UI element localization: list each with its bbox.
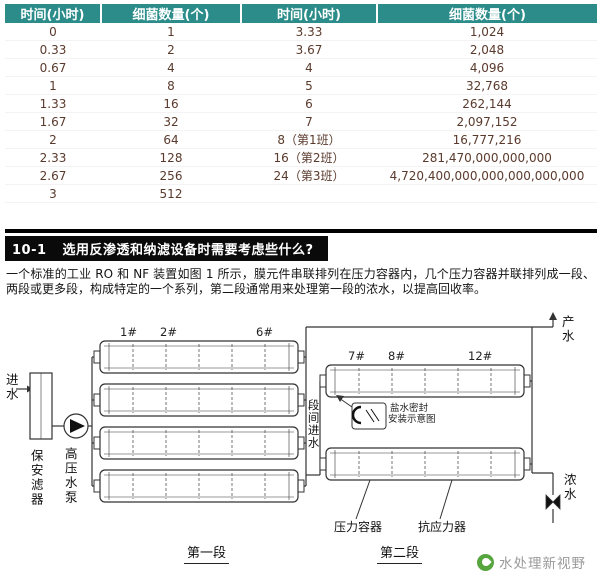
count-cell: 64 [101,130,241,149]
time-cell: 0.33 [5,40,101,59]
count-cell: 4,096 [377,58,597,77]
interstage-feed-label: 段间进水 [306,399,321,449]
watermark-text: 水处理新视野 [499,556,586,572]
table-row: 1.33 16 6 262,144 [5,94,597,113]
element-number-label: 8# [388,349,405,363]
time-cell: 2.67 [5,166,101,185]
count-cell: 16 [101,94,241,113]
time-cell: 3.33 [241,23,377,41]
intro-paragraph: 一个标准的工业 RO 和 NF 装置如图 1 所示，膜元件串联排列在压力容器内，… [6,267,595,296]
high-pressure-pump-label: 高压水泵 [62,447,78,505]
pressure-vessel [93,383,305,417]
table-row: 1.67 32 7 2,097,152 [5,112,597,131]
cartridge-filter-label: 保安滤器 [28,449,44,507]
table-header-row: 时间(小时) 细菌数量(个) 时间(小时) 细菌数量(个) [5,4,597,23]
water-drop-icon [480,555,492,568]
pressure-vessel [93,426,305,460]
time-cell: 7 [241,112,377,131]
time-cell: 16（第2班） [241,148,377,167]
section-title-bar: 10-1 选用反渗透和纳滤设备时需要考虑些什么? [5,236,328,261]
time-cell: 3.67 [241,40,377,59]
feed-water-label: 进水 [3,373,19,402]
count-cell: 2,048 [377,40,597,59]
count-cell: 1,024 [377,23,597,41]
ro-diagram-canvas [16,312,561,523]
time-cell: 0 [5,23,101,41]
time-cell: 8（第1班） [241,130,377,149]
col-header-count-2: 细菌数量(个) [377,4,597,23]
time-cell: 1.67 [5,112,101,131]
time-cell: 6 [241,94,377,113]
time-cell: 4 [241,58,377,77]
count-cell: 8 [101,76,241,95]
element-number-label: 12# [468,349,493,363]
pressure-vessel [319,364,531,398]
count-cell: 16,777,216 [377,130,597,149]
pressure-vessel [93,340,305,374]
count-cell: 256 [101,166,241,185]
count-cell: 281,470,000,000,000 [377,148,597,167]
count-cell: 4,720,400,000,000,000,000,000 [377,166,597,185]
label-leader-line [439,479,453,520]
table-row: 2.67 256 24（第3班） 4,720,400,000,000,000,0… [5,166,597,185]
brine-seal-callout-box [336,395,387,430]
count-cell: 2 [101,40,241,59]
count-cell: 262,144 [377,94,597,113]
time-cell: 2.33 [5,148,101,167]
piping [16,319,554,523]
time-cell: 3 [5,184,101,203]
time-cell [241,184,377,203]
stage2-caption: 第二段 [377,546,423,565]
count-cell: 2,097,152 [377,112,597,131]
section-title: 选用反渗透和纳滤设备时需要考虑些什么? [62,243,314,258]
time-cell: 2 [5,130,101,149]
element-number-label: 1# [120,325,137,339]
brine-seal-note-line1: 盐水密封 [390,403,429,414]
col-header-count-1: 细菌数量(个) [101,4,242,23]
stage1-caption: 第一段 [184,546,230,565]
time-cell: 1 [5,76,101,95]
table-row: 0.33 2 3.67 2,048 [5,40,597,59]
table-row: 0 1 3.33 1,024 [5,23,597,41]
time-cell: 5 [241,76,377,95]
time-cell: 24（第3班） [241,166,377,185]
count-cell: 512 [101,184,241,203]
bacteria-growth-table: 时间(小时) 细菌数量(个) 时间(小时) 细菌数量(个) 0 1 3.33 1… [5,4,597,203]
pressure-vessel [93,469,305,503]
count-cell: 1 [101,23,241,41]
count-cell: 4 [101,58,241,77]
table-row: 3 512 [5,184,597,203]
brine-seal-note-line2: 安装示意图 [388,414,436,425]
pressure-vessel [319,447,531,481]
count-cell: 32 [101,112,241,131]
stress-adapter-label: 抗应力器 [418,520,467,534]
count-cell: 32,768 [377,76,597,95]
product-water-label: 产水 [559,315,575,344]
table-row: 1 8 5 32,768 [5,76,597,95]
section-divider [5,229,597,233]
valve-icon [545,494,561,510]
cartridge-filter-icon [29,372,53,440]
count-cell [377,184,597,203]
time-cell: 0.67 [5,58,101,77]
time-cell: 1.33 [5,94,101,113]
section-number: 10-1 [12,243,47,258]
element-number-label: 2# [160,325,177,339]
table-row: 2.33 128 16（第2班） 281,470,000,000,000 [5,148,597,167]
element-number-label: 6# [256,325,273,339]
pump-icon [63,413,89,439]
ro-system-diagram: 进水 保安滤器 高压水泵 1# 2# 6# 7# 8# 12# 段间进水 产水 … [0,309,603,587]
col-header-time-1: 时间(小时) [5,4,102,23]
table-row: 2 64 8（第1班） 16,777,216 [5,130,597,149]
concentrate-label: 浓水 [561,473,577,502]
table-row: 0.67 4 4 4,096 [5,58,597,77]
pressure-vessel-label: 压力容器 [334,520,383,534]
wechat-media-icon [477,553,494,571]
product-arrow-icon [549,312,557,320]
element-number-label: 7# [348,349,365,363]
col-header-time-2: 时间(小时) [241,4,378,23]
watermark: 水处理新视野 [477,552,586,572]
label-leader-line [355,479,371,520]
count-cell: 128 [101,148,241,167]
